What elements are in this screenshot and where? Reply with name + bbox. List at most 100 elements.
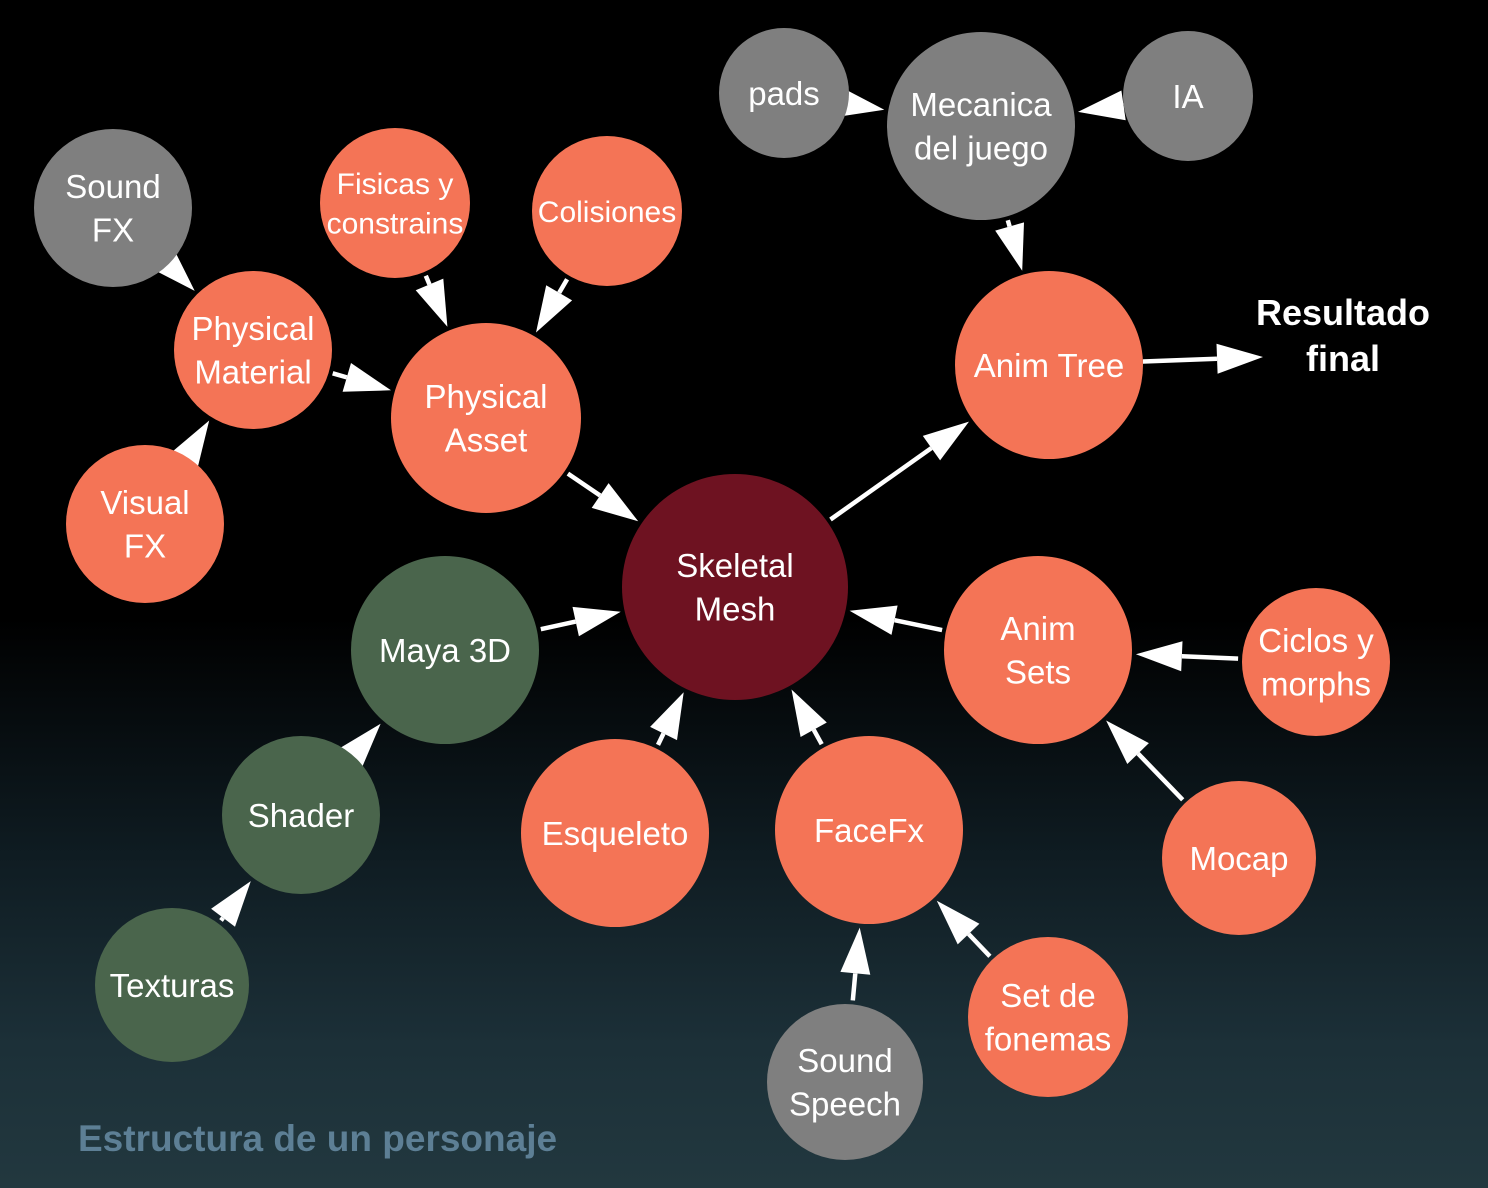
edge-line bbox=[423, 274, 432, 286]
node-circle bbox=[1123, 31, 1253, 161]
node-mecanica-juego: Mecanica del juego bbox=[887, 32, 1075, 220]
edge-mocap-to-anim-sets bbox=[1106, 720, 1185, 802]
edge-anim-tree-to-resultado-final bbox=[1142, 343, 1263, 374]
node-label: Fisicas y bbox=[337, 168, 454, 201]
edge-line bbox=[655, 732, 666, 746]
edge-fisicas-constrains-to-physical-asset bbox=[415, 274, 448, 327]
node-circle bbox=[767, 1004, 923, 1160]
edges-layer bbox=[151, 87, 1263, 1001]
node-label: Physical bbox=[192, 310, 315, 347]
node-label: Shader bbox=[248, 797, 354, 834]
node-label: Mecanica bbox=[910, 86, 1052, 123]
edge-line bbox=[1136, 752, 1185, 802]
node-circle bbox=[968, 937, 1128, 1097]
node-circle bbox=[1242, 588, 1390, 736]
node-label: Sets bbox=[1005, 654, 1071, 691]
node-circle bbox=[944, 556, 1132, 744]
node-ia: IA bbox=[1123, 31, 1253, 161]
edge-facefx-to-skeletal-mesh bbox=[791, 689, 827, 746]
node-label: Physical bbox=[425, 378, 548, 415]
arrowhead-icon bbox=[1078, 90, 1126, 121]
node-label: Anim bbox=[1000, 610, 1075, 647]
node-circle bbox=[532, 136, 682, 286]
node-label: Ciclos y bbox=[1258, 622, 1374, 659]
node-circle bbox=[622, 474, 848, 700]
node-label: FX bbox=[92, 212, 134, 249]
node-circle bbox=[955, 271, 1143, 459]
node-label: Anim Tree bbox=[974, 347, 1124, 384]
node-circle bbox=[887, 32, 1075, 220]
arrowhead-icon bbox=[1216, 343, 1263, 374]
edge-line bbox=[1142, 356, 1218, 364]
node-label: morphs bbox=[1261, 666, 1371, 703]
outcome-label: Resultado bbox=[1256, 292, 1430, 333]
edge-line bbox=[566, 471, 602, 498]
edge-line bbox=[219, 916, 225, 922]
arrowhead-icon bbox=[1135, 641, 1183, 672]
arrowhead-icon bbox=[572, 606, 621, 637]
edge-physical-asset-to-skeletal-mesh bbox=[566, 471, 639, 522]
arrowhead-icon bbox=[995, 222, 1024, 271]
node-label: pads bbox=[748, 75, 820, 112]
edge-line bbox=[1005, 219, 1012, 228]
arrowhead-icon bbox=[922, 421, 969, 461]
edge-line bbox=[966, 932, 992, 958]
node-label: Colisiones bbox=[538, 196, 676, 229]
arrowhead-icon bbox=[840, 927, 871, 975]
node-label: Asset bbox=[445, 422, 528, 459]
edge-anim-sets-to-skeletal-mesh bbox=[849, 605, 943, 635]
node-esqueleto: Esqueleto bbox=[521, 739, 709, 927]
arrowhead-icon bbox=[591, 483, 639, 522]
node-label: FaceFx bbox=[814, 812, 925, 849]
node-label: Maya 3D bbox=[379, 632, 511, 669]
node-label: Mocap bbox=[1189, 840, 1288, 877]
arrowhead-icon bbox=[211, 881, 251, 927]
edge-line bbox=[811, 728, 824, 746]
node-label: FX bbox=[124, 528, 166, 565]
edge-sound-speech-to-facefx bbox=[840, 927, 871, 1001]
edge-line bbox=[850, 973, 858, 1001]
arrowhead-icon bbox=[849, 605, 898, 635]
arrowhead-icon bbox=[342, 363, 391, 392]
arrowhead-icon bbox=[936, 900, 980, 945]
edge-maya-3d-to-skeletal-mesh bbox=[540, 606, 621, 637]
node-label: Skeletal bbox=[676, 547, 793, 584]
edge-ciclos-morphs-to-anim-sets bbox=[1135, 641, 1239, 672]
edge-line bbox=[540, 619, 577, 632]
node-circle bbox=[351, 556, 539, 744]
arrowhead-icon bbox=[650, 692, 684, 741]
node-circle bbox=[1162, 781, 1316, 935]
node-facefx: FaceFx bbox=[775, 736, 963, 924]
node-label: IA bbox=[1172, 78, 1203, 115]
node-label: Sound bbox=[65, 168, 160, 205]
node-circle bbox=[320, 128, 470, 278]
node-circle bbox=[34, 129, 192, 287]
edge-skeletal-mesh-to-anim-tree bbox=[829, 421, 969, 522]
node-circle bbox=[174, 271, 332, 429]
node-ciclos-morphs: Ciclos y morphs bbox=[1242, 588, 1390, 736]
node-circle bbox=[95, 908, 249, 1062]
edge-ia-to-mecanica-juego bbox=[1078, 90, 1126, 121]
edge-line bbox=[557, 278, 570, 294]
arrowhead-icon bbox=[1106, 720, 1149, 764]
arrowhead-icon bbox=[415, 278, 448, 327]
node-maya-3d: Maya 3D bbox=[351, 556, 539, 744]
node-circle bbox=[222, 736, 380, 894]
node-label: Mesh bbox=[695, 591, 776, 628]
edge-texturas-to-shader bbox=[211, 881, 251, 927]
node-pads: pads bbox=[719, 28, 849, 158]
arrowhead-icon bbox=[791, 689, 827, 737]
node-texturas: Texturas bbox=[95, 908, 249, 1062]
edge-line bbox=[1181, 653, 1239, 661]
node-label: del juego bbox=[914, 130, 1048, 167]
